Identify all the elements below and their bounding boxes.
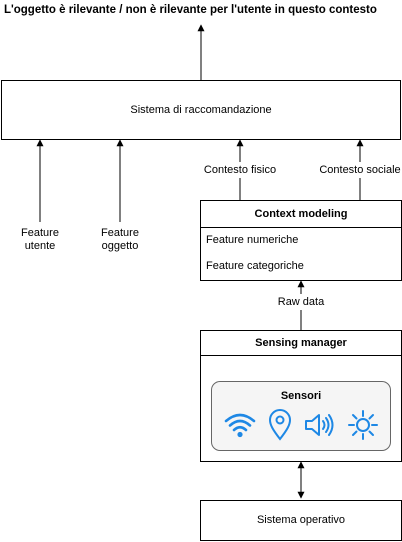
sensing-manager-title: Sensing manager	[201, 331, 401, 356]
feature-utente-label: Feature utente	[10, 226, 70, 254]
sensors-title: Sensori	[280, 389, 322, 402]
contesto-sociale-label: Contesto sociale	[315, 163, 402, 177]
sensors-panel: Sensori	[211, 381, 391, 451]
location-pin-icon	[268, 409, 292, 441]
wifi-icon	[224, 413, 256, 438]
speaker-icon	[305, 414, 334, 436]
output-label: L'oggetto è rilevante / non è rilevante …	[4, 4, 377, 16]
context-modeling-item: Feature numeriche	[206, 234, 299, 246]
context-modeling-title: Context modeling	[201, 201, 401, 228]
contesto-fisico-label: Contesto fisico	[195, 163, 285, 177]
sun-icon	[348, 410, 378, 440]
raw-data-label: Raw data	[268, 295, 334, 309]
recommender-system-label: Sistema di raccomandazione	[130, 103, 272, 116]
feature-oggetto-label: Feature oggetto	[90, 226, 150, 254]
context-modeling-item: Feature categoriche	[206, 260, 304, 272]
operating-system-label: Sistema operativo	[256, 514, 346, 526]
context-modeling-box: Context modeling Feature numeriche Featu…	[200, 200, 402, 281]
operating-system-box: Sistema operativo	[200, 500, 402, 541]
recommender-system-box: Sistema di raccomandazione	[1, 80, 401, 140]
sensing-manager-box: Sensing manager Sensori	[200, 330, 402, 462]
